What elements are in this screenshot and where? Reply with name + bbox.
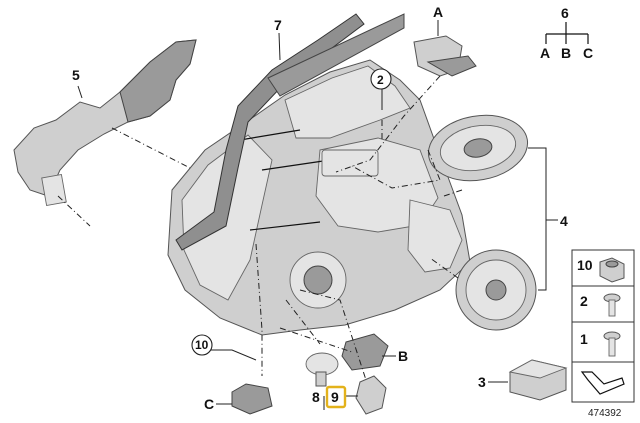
label-4: 4	[560, 213, 568, 229]
panel-label-10: 10	[577, 257, 593, 273]
label-b: B	[398, 348, 408, 364]
label-2-circled: 2	[377, 73, 384, 87]
part-5-bracket	[13, 39, 197, 207]
part-c-clip	[231, 383, 273, 415]
label-6: 6	[561, 5, 569, 21]
part-a-holder	[413, 35, 477, 77]
part-6-tree	[545, 22, 589, 44]
label-3: 3	[478, 374, 486, 390]
part-2-detail	[321, 149, 379, 177]
tree-label-b: B	[561, 45, 571, 61]
label-7: 7	[274, 17, 282, 33]
small-parts-panel	[571, 249, 635, 403]
part-4-cover-bottom	[455, 249, 537, 331]
panel-label-1: 1	[580, 331, 588, 347]
label-5: 5	[72, 67, 80, 83]
bolt-icon	[603, 331, 621, 357]
label-a: A	[433, 4, 443, 20]
headlight-housing	[167, 59, 471, 336]
label-9: 9	[331, 389, 339, 405]
callout-10-circle	[191, 334, 213, 356]
tool-symbol-icon	[580, 371, 625, 395]
nut-icon	[599, 257, 625, 283]
assembly-lines	[57, 75, 463, 381]
leader-lines	[77, 20, 558, 410]
tree-label-c: C	[583, 45, 593, 61]
part-9-socket	[355, 375, 387, 415]
reference-number: 474392	[588, 408, 622, 419]
part-labels: 5 7 A 2 6 A B C 4 B C 10 8 9 3 10 2 1 47…	[72, 4, 622, 419]
part-4-cover-top	[427, 114, 529, 182]
label-10-circled: 10	[195, 338, 209, 352]
tree-label-a: A	[540, 45, 550, 61]
panel-label-2: 2	[580, 293, 588, 309]
screw-icon	[603, 293, 621, 317]
part-3-box	[508, 359, 568, 401]
part-8-bulb	[305, 352, 339, 387]
part-b-clip	[341, 333, 389, 371]
callout-2-circle	[370, 68, 392, 90]
label-8: 8	[312, 389, 320, 405]
label-c: C	[204, 396, 214, 412]
part-7-seal	[175, 13, 405, 251]
highlight-box-9	[325, 385, 347, 409]
